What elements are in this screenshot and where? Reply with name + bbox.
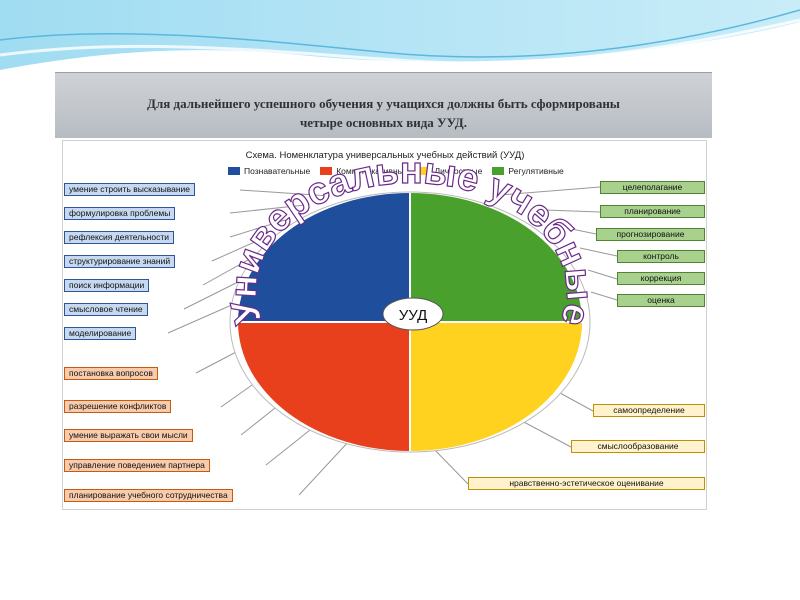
cognitive-item: рефлексия деятельности bbox=[64, 231, 174, 244]
cognitive-item: смысловое чтение bbox=[64, 303, 148, 316]
communicative-item: планирование учебного сотрудничества bbox=[64, 489, 233, 502]
communicative-item: управление поведением партнера bbox=[64, 459, 210, 472]
regulatory-item: планирование bbox=[600, 205, 705, 218]
cognitive-item: поиск информации bbox=[64, 279, 149, 292]
communicative-item: умение выражать свои мысли bbox=[64, 429, 193, 442]
cognitive-item: структурирование знаний bbox=[64, 255, 175, 268]
regulatory-item: целеполагание bbox=[600, 181, 705, 194]
regulatory-item: оценка bbox=[617, 294, 705, 307]
communicative-item: разрешение конфликтов bbox=[64, 400, 171, 413]
regulatory-item: прогнозирование bbox=[596, 228, 705, 241]
personal-item: самоопределение bbox=[593, 404, 705, 417]
personal-item: нравственно-эстетическое оценивание bbox=[468, 477, 705, 490]
center-label: УУД bbox=[399, 307, 428, 324]
regulatory-item: контроль bbox=[617, 250, 705, 263]
quadrant-communicative bbox=[238, 322, 410, 451]
communicative-item: постановка вопросов bbox=[64, 367, 158, 380]
cognitive-item: формулировка проблемы bbox=[64, 207, 175, 220]
personal-item: смыслообразование bbox=[571, 440, 705, 453]
cognitive-item: моделирование bbox=[64, 327, 136, 340]
cognitive-item: умение строить высказывание bbox=[64, 183, 195, 196]
quadrant-personal bbox=[410, 322, 582, 451]
regulatory-item: коррекция bbox=[617, 272, 705, 285]
